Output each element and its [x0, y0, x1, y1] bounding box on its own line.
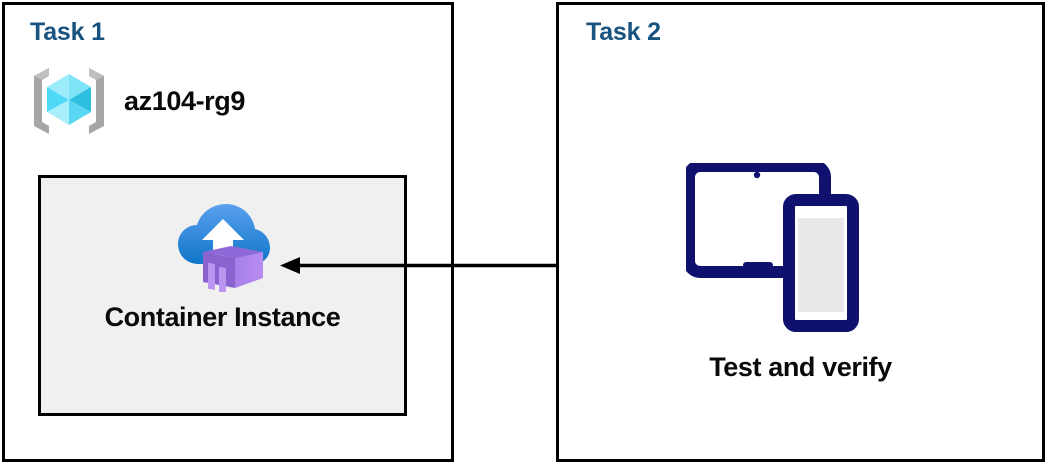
container-instance-box: Container Instance — [38, 175, 407, 416]
task-1-label: Task 1 — [30, 18, 105, 46]
container-instance-label: Container Instance — [104, 302, 341, 332]
task-2-label: Task 2 — [586, 18, 661, 46]
test-and-verify-label: Test and verify — [709, 352, 892, 382]
tablet-and-phone-devices-icon — [686, 163, 859, 332]
azure-resource-group-icon — [34, 68, 104, 134]
azure-container-instance-icon — [177, 204, 270, 292]
resource-group-row: az104-rg9 — [30, 64, 245, 138]
resource-group-name: az104-rg9 — [124, 85, 245, 116]
